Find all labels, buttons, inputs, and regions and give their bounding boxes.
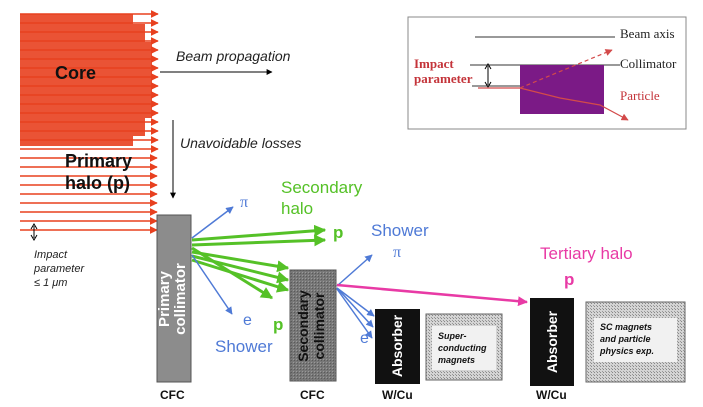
superconducting-label-bg (432, 326, 496, 370)
cfc-label-2: CFC (300, 388, 325, 402)
beam-core-shape (20, 14, 152, 146)
primary-collimator-label: Primary collimator (156, 234, 191, 364)
primary-collimator-line-1: Primary (156, 271, 173, 327)
inset-impact-label: Impact parameter (414, 56, 472, 86)
primary-halo-label-2: halo (p) (65, 173, 130, 193)
secondary-halo-arrows (191, 224, 327, 300)
sc-magnets-line-3: physics exp. (600, 346, 655, 356)
secondary-collimator-label: Secondary collimator (295, 271, 331, 381)
absorber-2-label: Absorber (544, 310, 560, 374)
shower-top-label: Shower (371, 221, 429, 240)
core-label: Core (55, 63, 97, 83)
secondary-halo-label-2: halo (281, 199, 314, 218)
inset-impact-line-2: parameter (414, 71, 473, 86)
superconducting-label: Super- conducting magnets (438, 330, 487, 366)
impact-parameter-label-3: ≤ 1 μm (34, 277, 68, 289)
p-magenta-label: p (564, 270, 575, 289)
secondary-halo-label-1: Secondary (281, 178, 363, 197)
sc-magnets-line-2: and particle (600, 334, 651, 344)
unavoidable-losses-label: Unavoidable losses (180, 135, 302, 151)
shower-arrows (191, 206, 375, 339)
impact-double-arrow (30, 223, 38, 241)
pi-top-label: π (240, 194, 249, 211)
superconducting-line-2: conducting (438, 343, 487, 353)
superconducting-line-1: Super- (438, 331, 467, 341)
inset-collimator-block (520, 65, 604, 114)
inset-particle-label: Particle (620, 88, 660, 103)
absorber-1 (375, 309, 420, 384)
wcu-label-1: W/Cu (382, 388, 413, 402)
sc-magnets-label-bg (594, 318, 677, 362)
secondary-collimator (289, 269, 337, 382)
superconducting-line-3: magnets (438, 355, 476, 365)
inset-beam-axis-label: Beam axis (620, 26, 675, 41)
e-left-label: e (243, 312, 252, 329)
wcu-label-2: W/Cu (536, 388, 567, 402)
secondary-collimator-line-2: collimator (311, 292, 327, 360)
shower-bottom-label: Shower (215, 337, 273, 356)
tertiary-halo-label: Tertiary halo (540, 244, 633, 263)
tertiary-halo-arrow (336, 283, 528, 307)
primary-collimator (156, 214, 192, 383)
p-green-low-label: p (273, 315, 284, 334)
impact-parameter-label-1: Impact (34, 249, 68, 261)
sc-magnets-label: SC magnets and particle physics exp. (600, 321, 654, 357)
inset-collimator-label: Collimator (620, 56, 677, 71)
impact-parameter-label-2: parameter (34, 263, 85, 275)
cfc-label-1: CFC (160, 388, 185, 402)
inset-impact-line-1: Impact (414, 56, 454, 71)
inset-particle-inside (519, 87, 629, 121)
e-right-label: e (360, 330, 369, 347)
beam-propagation-label: Beam propagation (176, 48, 291, 64)
secondary-collimator-line-1: Secondary (295, 290, 311, 362)
absorber-1-label: Absorber (389, 314, 405, 378)
pi-right-label: π (393, 244, 402, 261)
p-green-right-label: p (333, 223, 344, 242)
primary-halo-label-1: Primary (65, 151, 133, 171)
inset-particle-dashed (519, 49, 613, 89)
absorber-2 (530, 298, 574, 386)
primary-collimator-line-2: collimator (172, 263, 189, 335)
sc-magnets-line-1: SC magnets (600, 322, 653, 332)
inset-impact-arrow-heads (484, 63, 492, 88)
